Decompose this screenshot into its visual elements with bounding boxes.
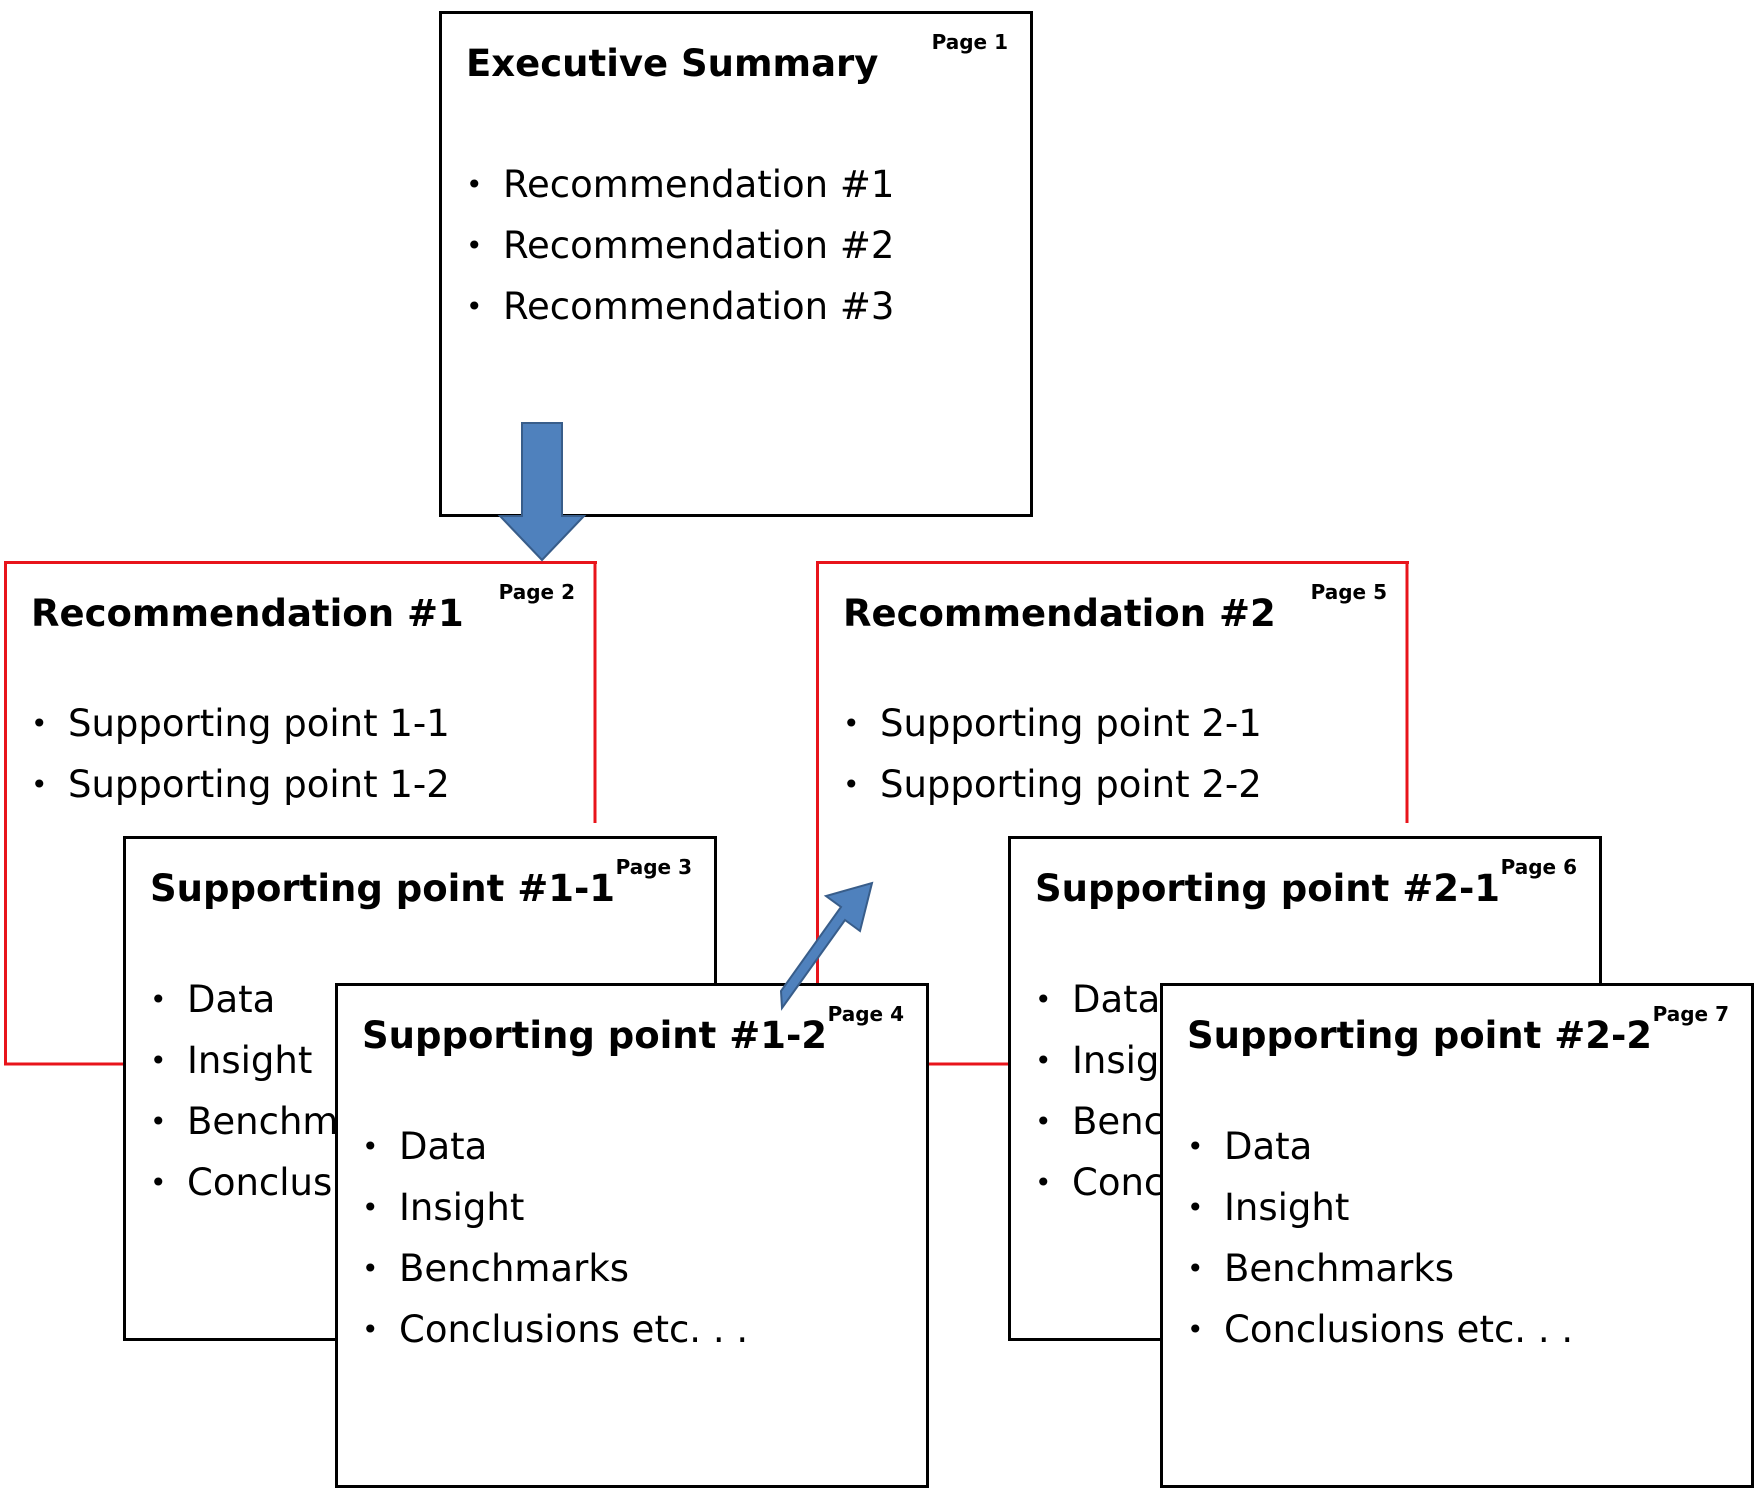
list-item: Conclusions etc. . . (1187, 1299, 1573, 1360)
page-number: Page 2 (498, 580, 575, 604)
page-title: Supporting point #2-1 (1035, 867, 1501, 910)
page-title: Recommendation #2 (843, 592, 1276, 635)
page-title: Supporting point #2-2 (1187, 1014, 1653, 1057)
page-title: Supporting point #1-1 (150, 867, 616, 910)
page-number: Page 5 (1310, 580, 1387, 604)
list-item: Recommendation #2 (466, 215, 894, 276)
page-title: Recommendation #1 (31, 592, 464, 635)
list-item: Data (150, 969, 536, 1030)
list-item: Recommendation #1 (466, 154, 894, 215)
page-number: Page 4 (827, 1002, 904, 1026)
page-2-recommendation-1: Recommendation #1 Page 2 Supporting poin… (4, 561, 597, 1065)
list-item: Supporting point 1-1 (31, 693, 450, 754)
bullet-list: Supporting point 1-1 Supporting point 1-… (31, 693, 450, 815)
bullet-list: Supporting point 2-1 Supporting point 2-… (843, 693, 1262, 815)
list-item: Supporting point 2-2 (843, 754, 1262, 815)
bullet-list: Recommendation #1 Recommendation #2 Reco… (466, 154, 894, 337)
list-item: Insight (150, 1030, 536, 1091)
page-1-executive-summary: Executive Summary Page 1 Recommendation … (439, 11, 1033, 517)
page-number: Page 1 (931, 30, 1008, 54)
page-7-supporting-point-2-2: Supporting point #2-2 Page 7 Data Insigh… (1160, 983, 1754, 1488)
list-item: Insight (362, 1177, 748, 1238)
list-item: Insight (1187, 1177, 1573, 1238)
page-title: Supporting point #1-2 (362, 1014, 828, 1057)
page-number: Page 6 (1500, 855, 1577, 879)
page-number: Page 7 (1652, 1002, 1729, 1026)
page-4-supporting-point-1-2: Supporting point #1-2 Page 4 Data Insigh… (335, 983, 929, 1488)
bullet-list: Data Insight Benchmarks Conclusions etc.… (362, 1116, 748, 1360)
list-item: Recommendation #3 (466, 276, 894, 337)
list-item: Benchmarks (362, 1238, 748, 1299)
list-item: Supporting point 1-2 (31, 754, 450, 815)
list-item: Benchmarks (1187, 1238, 1573, 1299)
list-item: Data (1187, 1116, 1573, 1177)
bullet-list: Data Insight Benchmarks Conclusions etc.… (1187, 1116, 1573, 1360)
page-title: Executive Summary (466, 42, 879, 85)
page-number: Page 3 (615, 855, 692, 879)
list-item: Supporting point 2-1 (843, 693, 1262, 754)
list-item: Data (1035, 969, 1421, 1030)
list-item: Conclusions etc. . . (362, 1299, 748, 1360)
list-item: Data (362, 1116, 748, 1177)
